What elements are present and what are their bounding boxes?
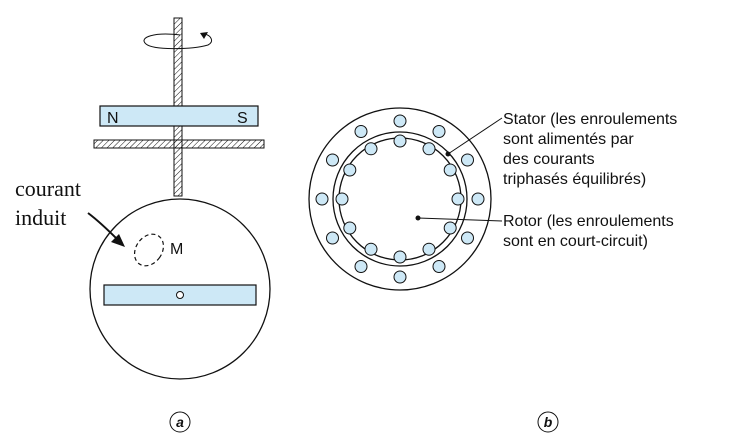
stator-winding-outer xyxy=(393,114,407,128)
stator-winding-inner xyxy=(364,142,378,156)
rotation-arrow-icon xyxy=(143,32,213,50)
stator-label-line2: sont alimentés par xyxy=(503,131,634,148)
stator-winding-inner xyxy=(393,134,407,148)
stator-label-line4: triphasés équilibrés) xyxy=(503,171,646,188)
stator-winding-outer xyxy=(354,125,368,138)
stator-pointer-line xyxy=(447,117,503,155)
axis-point xyxy=(176,291,184,299)
bar-magnet xyxy=(99,105,259,127)
stator-label-line1: Stator (les enroulements xyxy=(503,111,677,128)
hatched-plate xyxy=(93,139,265,149)
stator-winding-outer xyxy=(354,260,368,273)
stator-label-line3: des courants xyxy=(503,151,595,168)
rotor-label-line2: sont en court-circuit) xyxy=(503,233,648,250)
induced-current-pointer xyxy=(87,212,119,241)
stator-winding-inner xyxy=(393,250,407,264)
figure-a: N S M courant induit a xyxy=(15,17,271,433)
figure-b: Stator (les enroulements sont alimentés … xyxy=(308,107,677,433)
rotor xyxy=(338,137,462,261)
stator-winding-inner xyxy=(451,192,465,206)
stator-winding-outer xyxy=(471,192,485,206)
magnet-north-label: N xyxy=(107,110,119,127)
caption-b: b xyxy=(544,414,553,430)
induced-current-label-line1: courant xyxy=(15,176,81,201)
caption-a: a xyxy=(176,414,184,430)
stator-winding-outer xyxy=(326,153,339,167)
stator-winding-inner xyxy=(422,142,436,156)
stator-winding-outer xyxy=(315,192,329,206)
caption-b-circle xyxy=(537,411,559,433)
induced-current-loop xyxy=(133,233,165,267)
stator-winding-outer xyxy=(461,231,474,245)
stator-winding-outer xyxy=(461,153,474,167)
stator-winding-inner xyxy=(443,163,457,177)
rotor-label-line1: Rotor (les enroulements xyxy=(503,213,674,230)
stator-winding-outer xyxy=(326,231,339,245)
induced-current-label-line2: induit xyxy=(15,205,66,230)
stator-winding-inner xyxy=(364,242,378,256)
stator-winding-outer xyxy=(432,125,446,138)
stator-winding-inner xyxy=(422,242,436,256)
stator-winding-inner xyxy=(443,221,457,235)
stator-winding-outer xyxy=(432,260,446,273)
magnet-south-label: S xyxy=(237,110,248,127)
point-m-label: M xyxy=(170,241,183,258)
stator-winding-inner xyxy=(335,192,349,206)
caption-a-circle xyxy=(169,411,191,433)
stator-winding-outer xyxy=(393,270,407,284)
rotor-pointer-line xyxy=(417,217,503,222)
stator-winding-inner xyxy=(343,221,357,235)
stator-winding-inner xyxy=(343,163,357,177)
windings xyxy=(315,114,485,284)
